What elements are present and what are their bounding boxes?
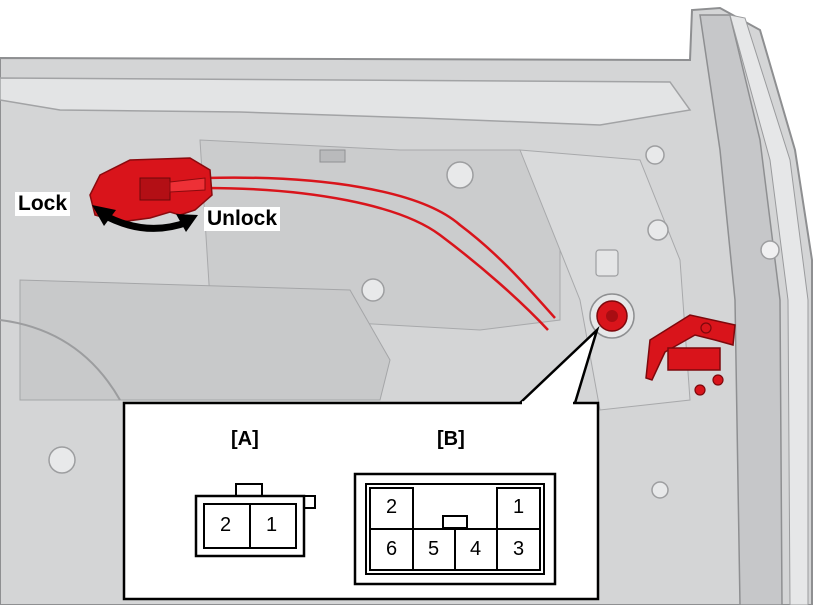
connector-a-title: [A]	[231, 428, 259, 450]
connector-b-pin-3: 3	[513, 538, 525, 560]
unlock-label: Unlock	[204, 207, 281, 231]
connector-b-pin-4: 4	[470, 538, 482, 560]
connector-grommet-center	[606, 310, 618, 322]
cable-lower	[204, 186, 549, 331]
lock-label: Lock	[15, 192, 71, 216]
cable-upper	[204, 176, 556, 319]
connector-b-key	[442, 515, 468, 529]
connector-b-pin-6: 6	[386, 538, 398, 560]
lock-arrow-head	[92, 205, 116, 226]
callout-pointer	[519, 325, 600, 404]
door-hole-4	[361, 278, 385, 302]
connector-b-pin-5: 5	[428, 538, 440, 560]
door-hole-5	[48, 446, 76, 474]
unlock-arrow-head	[176, 214, 198, 232]
door-hole-1	[446, 161, 474, 189]
connector-a-pin-1: 1	[266, 514, 278, 536]
door-upper-ridge	[0, 77, 692, 126]
door-slot	[319, 149, 346, 163]
door-latch-bolt-2	[694, 384, 706, 396]
door-window-curve	[0, 319, 121, 401]
door-pillar-flange	[729, 14, 809, 605]
door-recess-lower	[19, 279, 391, 401]
lock-unlock-arrow	[100, 210, 190, 232]
door-latch-body	[667, 347, 721, 371]
door-recess-right	[519, 149, 691, 411]
door-hole-7	[651, 481, 669, 499]
door-lock-actuator-link	[169, 177, 206, 193]
connector-b-title: [B]	[437, 428, 465, 450]
connector-b-pin-1: 1	[513, 496, 525, 518]
door-square-tab	[595, 249, 619, 277]
connector-a-top-tab	[235, 483, 263, 497]
door-hole-2	[645, 145, 665, 165]
door-lock-actuator-detail	[139, 177, 171, 201]
door-hole-6	[760, 240, 780, 260]
door-latch-bolt-1	[700, 322, 712, 334]
door-hole-3	[647, 219, 669, 241]
door-latch-bolt-3	[712, 374, 724, 386]
connector-b-pin-2: 2	[386, 496, 398, 518]
door-latch-bracket	[645, 314, 736, 381]
connector-a-pin-2: 2	[220, 514, 232, 536]
door-pillar-edge	[699, 14, 783, 605]
connector-b-cell-2	[369, 487, 414, 530]
